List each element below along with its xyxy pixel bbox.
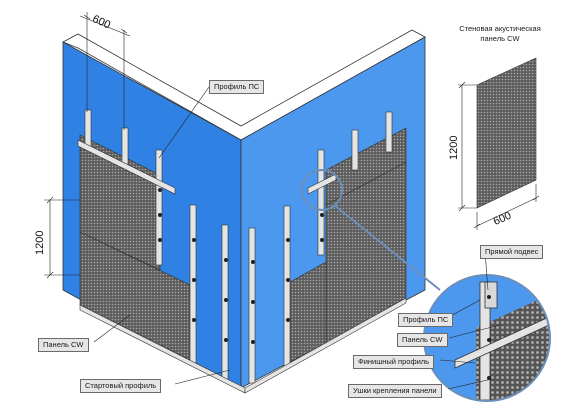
callout-direct-hanger: Прямой подвес: [480, 245, 544, 259]
callout-finish-profile: Финишный профиль: [353, 355, 435, 369]
profile-stud: [283, 205, 291, 367]
panel-left-upper: [79, 134, 161, 271]
profile-stud: [317, 149, 325, 256]
callout-panel-cw-left: Панель CW: [38, 338, 89, 352]
dim-inset-height: 1200: [448, 135, 460, 160]
wall-top-edge: [62, 29, 426, 141]
profile-stud: [248, 227, 256, 384]
profile-stud: [385, 111, 393, 153]
start-profile-right: [244, 297, 407, 394]
panels: [79, 127, 407, 363]
dim-left-height: 1200: [34, 230, 46, 255]
inset-panel-face: [476, 57, 537, 209]
callout-panel-lugs: Ушки крепления панели: [348, 384, 442, 398]
finish-profile-left: [77, 139, 176, 195]
profile-stud: [351, 129, 359, 171]
horizontal-profiles: [77, 139, 407, 394]
profile-stud: [189, 204, 197, 366]
detail-source-circle: [301, 169, 343, 211]
profiles: [84, 109, 393, 384]
dimension-lines: [44, 12, 131, 279]
profile-stud: [221, 224, 229, 381]
detail-magnifier: [301, 169, 551, 402]
detail-connector: [333, 204, 441, 291]
callout-start-profile: Стартовый профиль: [80, 379, 162, 393]
callout-panel-cw-detail: Панель CW: [397, 333, 448, 347]
inset-panel: [458, 57, 540, 230]
finish-profile-right: [307, 173, 337, 195]
inset-title: Стеновая акустическая панель CW: [459, 24, 541, 43]
profile-stud: [155, 149, 163, 266]
callout-profile-ps-top: Профиль ПС: [209, 80, 265, 94]
callout-profile-ps-detail: Профиль ПС: [398, 313, 454, 327]
